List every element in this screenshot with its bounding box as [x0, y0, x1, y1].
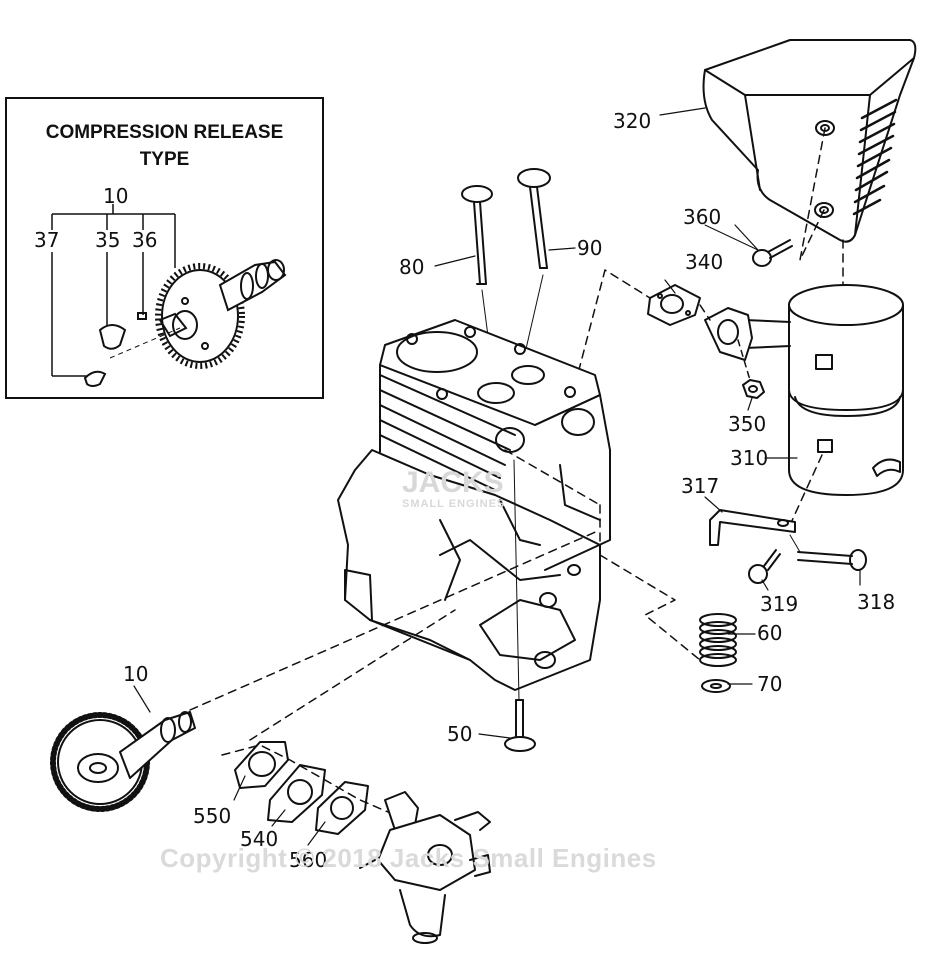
- label-10-inset: 10: [103, 184, 129, 208]
- carburetor: [359, 791, 491, 944]
- label-350: 350: [728, 412, 767, 436]
- nut-350: [737, 339, 765, 399]
- label-550: 550: [193, 804, 232, 828]
- inset-title: COMPRESSION RELEASE TYPE: [7, 119, 322, 173]
- label-35: 35: [95, 228, 121, 252]
- bolt-319: [748, 549, 781, 584]
- logo-text: JACKS: [402, 466, 504, 499]
- jacks-logo-watermark: JACKS SMALL ENGINES: [402, 466, 506, 511]
- label-340: 340: [685, 250, 724, 274]
- valve-spring-60: [699, 613, 737, 667]
- label-540: 540: [240, 827, 279, 851]
- label-37: 37: [34, 228, 60, 252]
- label-90: 90: [577, 236, 603, 260]
- label-60: 60: [757, 621, 783, 645]
- label-80: 80: [399, 255, 425, 279]
- logo-subtext: SMALL ENGINES: [402, 498, 506, 510]
- spring-retainer-70: [701, 679, 731, 693]
- label-50: 50: [447, 722, 473, 746]
- bracket-317: [709, 509, 796, 546]
- camshaft-10: [50, 711, 196, 812]
- inset-title-line2: TYPE: [139, 149, 190, 170]
- valve-50: [504, 459, 536, 752]
- gasket-340: [647, 284, 701, 326]
- label-310: 310: [730, 446, 769, 470]
- label-36: 36: [132, 228, 158, 252]
- label-320: 320: [613, 109, 652, 133]
- bolt-318: [789, 534, 867, 571]
- label-317: 317: [681, 474, 720, 498]
- label-70: 70: [757, 672, 783, 696]
- muffler-310: [704, 284, 904, 496]
- valve-80: [461, 185, 493, 285]
- label-10: 10: [123, 662, 149, 686]
- label-560: 560: [289, 848, 328, 872]
- bolt-360: [704, 224, 793, 267]
- muffler-guard-320: [702, 39, 917, 243]
- label-360: 360: [683, 205, 722, 229]
- label-319: 319: [760, 592, 799, 616]
- copyright-watermark: Copyright © 2018 Jacks Small Engines: [160, 843, 657, 873]
- inset-title-line1: COMPRESSION RELEASE: [45, 122, 284, 143]
- label-318: 318: [857, 590, 896, 614]
- valve-90: [517, 168, 551, 269]
- gasket-560: [315, 781, 369, 835]
- engine-block: [337, 319, 611, 691]
